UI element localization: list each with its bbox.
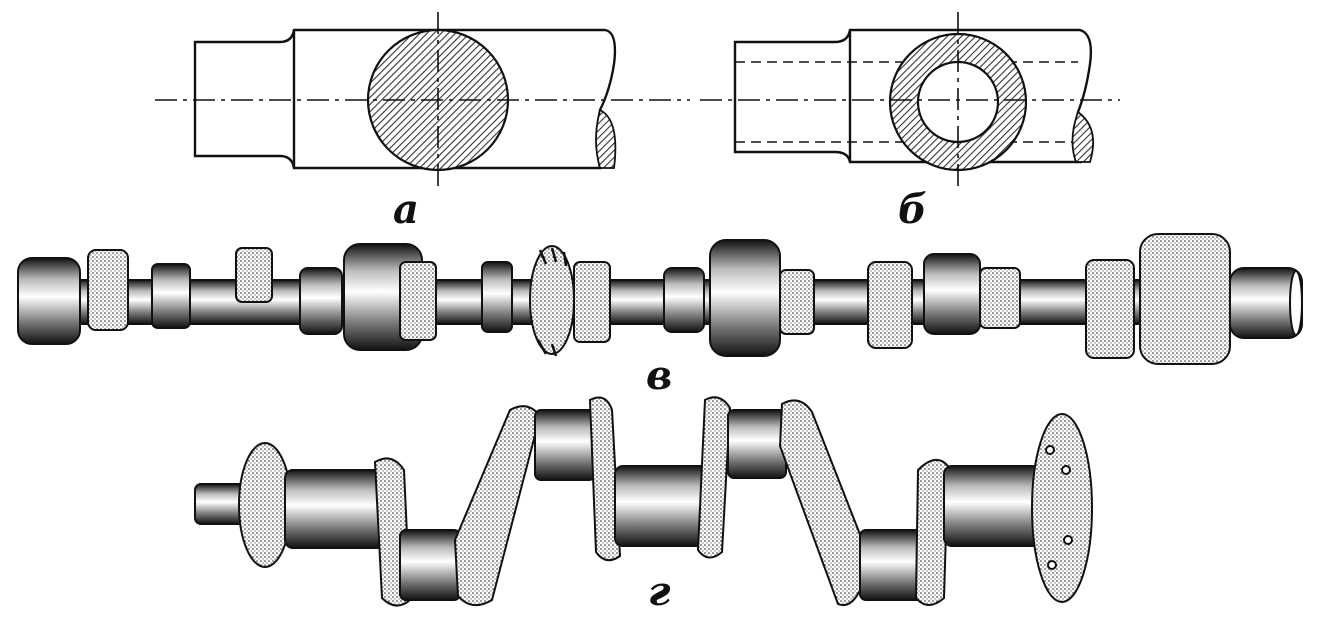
camshaft-journal <box>1139 233 1231 365</box>
crankshaft-timing-gear <box>238 442 292 568</box>
camshaft-journal <box>17 257 81 345</box>
label-d: г <box>648 568 671 615</box>
camshaft-journal <box>709 239 781 357</box>
camshaft-drive-gear <box>529 245 575 357</box>
crankshaft <box>194 396 1093 607</box>
crankshaft-flange <box>1031 413 1093 603</box>
label-c: в <box>646 352 673 399</box>
label-a: а <box>393 186 419 233</box>
camshaft <box>17 233 1303 365</box>
label-b: б <box>898 186 927 233</box>
shaft-section-solid <box>155 12 690 188</box>
shaft-section-hollow <box>700 12 1120 188</box>
